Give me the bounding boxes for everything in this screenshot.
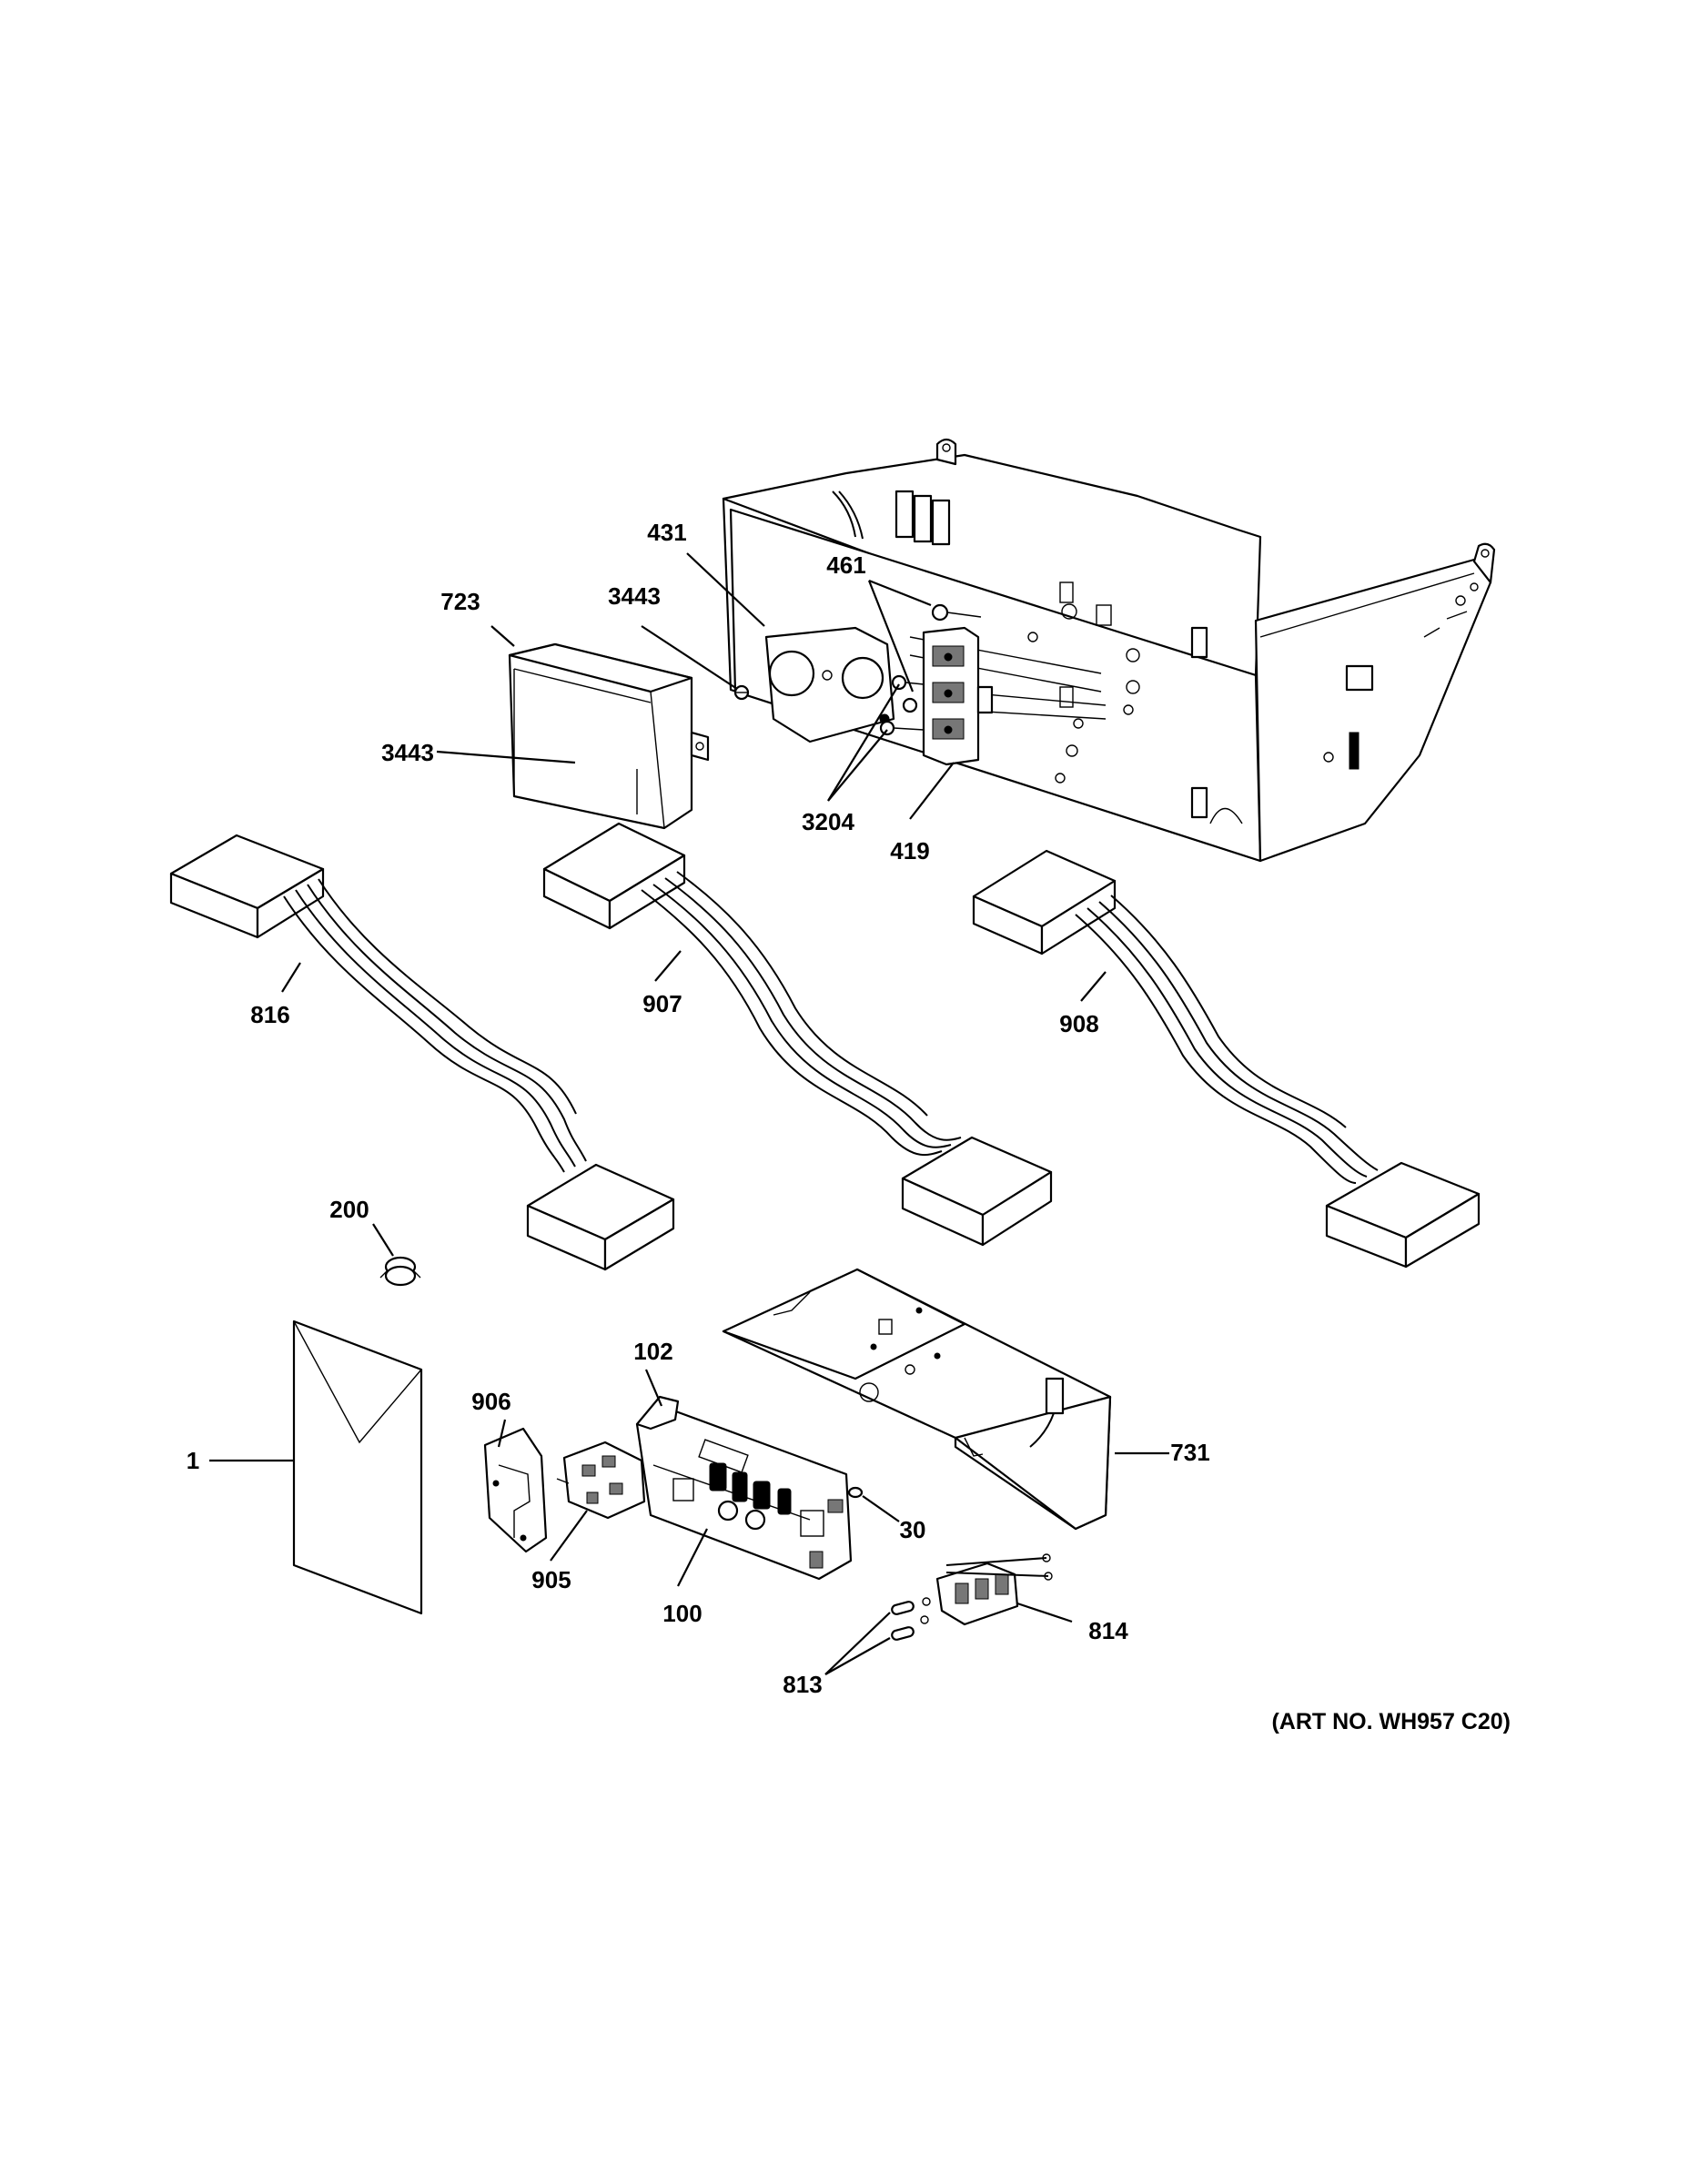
relay-905: [556, 1441, 646, 1520]
callout-419: 419: [890, 837, 929, 864]
art-number: (ART NO. WH957 C20): [1271, 1709, 1511, 1734]
control-bracket-assembly: [722, 438, 1496, 863]
cover-box-723: [508, 642, 710, 830]
control-board-100: [635, 1395, 853, 1581]
wire-harness-816: [169, 834, 675, 1271]
callout-200: 200: [329, 1196, 369, 1223]
callout-431: 431: [647, 519, 686, 546]
screw-3443-top: [733, 684, 750, 701]
callout-814: 814: [1088, 1617, 1128, 1644]
callout-723: 723: [440, 588, 480, 615]
control-housing-731: [722, 1268, 1112, 1531]
wire-harness-908: [972, 849, 1481, 1269]
callout-816: 816: [250, 1001, 289, 1028]
leader-lines: [209, 552, 1169, 1675]
bracket-906: [483, 1427, 548, 1553]
callout-3443-top: 3443: [608, 582, 661, 610]
callout-731: 731: [1170, 1439, 1209, 1466]
screws-3204: [879, 674, 925, 736]
wire-harness-907: [542, 822, 1053, 1247]
callout-100: 100: [662, 1600, 702, 1627]
callout-907: 907: [642, 990, 682, 1017]
callout-1: 1: [187, 1447, 199, 1474]
clamp-200: [379, 1256, 421, 1287]
callout-30: 30: [900, 1516, 926, 1543]
callout-813: 813: [783, 1671, 822, 1698]
terminal-block-419: [922, 626, 994, 766]
callout-3443-left: 3443: [381, 739, 434, 766]
callout-906: 906: [471, 1388, 510, 1415]
callout-461: 461: [826, 551, 865, 579]
screws-461: [902, 603, 982, 713]
bracket-plate-431: [764, 626, 895, 743]
owners-manual-1: [292, 1320, 423, 1615]
fuses-813: [891, 1601, 915, 1641]
callout-labels: 431 461 723 3443 3443 3204 419 816 907 9…: [187, 519, 1210, 1698]
fuse-holder-814: [920, 1553, 1053, 1626]
callout-905: 905: [531, 1566, 571, 1593]
callout-908: 908: [1059, 1010, 1098, 1037]
screw-30: [847, 1486, 864, 1499]
callout-102: 102: [633, 1338, 672, 1365]
callout-3204: 3204: [802, 808, 854, 835]
